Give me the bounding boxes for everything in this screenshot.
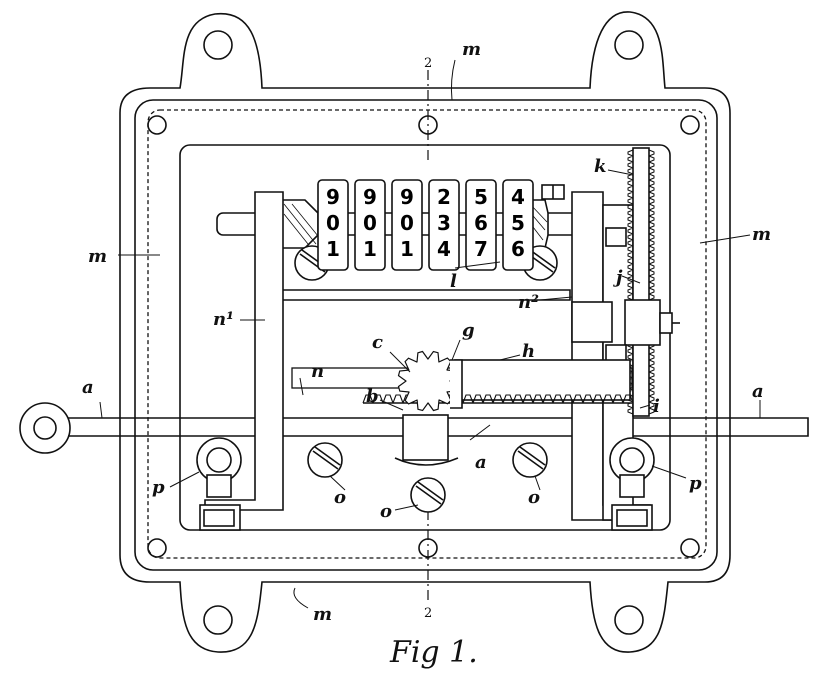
label-n: n <box>311 361 324 382</box>
rack-and-pinion <box>291 359 634 466</box>
cover-hole <box>680 115 700 135</box>
counter-wheel: 901 <box>391 179 423 271</box>
label-b: b <box>366 386 379 407</box>
label-m-bottom: m <box>313 604 332 625</box>
label-m-top: m <box>462 39 481 60</box>
counter-wheel: 567 <box>465 179 497 271</box>
wheel-digit-bot: 4 <box>437 237 451 261</box>
label-o-right: o <box>528 487 540 508</box>
mount-hole-top-right <box>614 30 644 60</box>
counter-wheel: 456 <box>502 179 534 271</box>
screw-o-right <box>512 442 548 478</box>
wheel-digit-mid: 3 <box>437 211 451 235</box>
label-a-right: a <box>752 381 764 402</box>
screw-o-left <box>307 442 343 478</box>
label-k: k <box>594 156 606 177</box>
figure-caption: Fig 1. <box>389 635 478 670</box>
label-m-right: m <box>752 224 771 245</box>
wheel-digit-top: 9 <box>400 185 414 209</box>
label-m-left: m <box>88 246 107 267</box>
clamp-p-right <box>609 437 655 527</box>
label-p-right: p <box>689 473 702 494</box>
section-mark-top: 2 <box>424 56 432 71</box>
section-mark-bottom: 2 <box>424 606 432 621</box>
screws <box>196 245 655 527</box>
cover-hole <box>147 538 167 558</box>
clamp-p-left <box>196 437 242 527</box>
label-a-center: a <box>475 452 487 473</box>
mount-hole-top-left <box>203 30 233 60</box>
counter-wheel: 901 <box>354 179 386 271</box>
leader-lines <box>99 59 761 609</box>
wheel-digit-bot: 7 <box>474 237 488 261</box>
gear-k <box>624 147 680 417</box>
label-p-left: p <box>152 477 165 498</box>
wheel-digit-bot: 1 <box>363 237 377 261</box>
label-i: i <box>653 396 660 417</box>
label-a-left: a <box>82 377 94 398</box>
label-h: h <box>522 341 535 362</box>
wheel-digit-mid: 0 <box>400 211 414 235</box>
wheel-digit-top: 2 <box>437 185 451 209</box>
wheel-digit-top: 5 <box>474 185 488 209</box>
screw-o-center <box>410 477 446 513</box>
label-l: l <box>450 271 457 292</box>
cover-hole <box>680 538 700 558</box>
pinion-c <box>397 350 463 412</box>
counter-wheel: 901 <box>317 179 349 271</box>
label-o-left: o <box>334 487 346 508</box>
wheel-digit-top: 4 <box>511 185 525 209</box>
wheel-digit-mid: 0 <box>363 211 377 235</box>
wheel-digit-top: 9 <box>363 185 377 209</box>
cover-hole <box>147 115 167 135</box>
label-j: j <box>613 267 623 288</box>
label-o-center: o <box>380 501 392 522</box>
wheel-digit-bot: 6 <box>511 237 525 261</box>
wheel-digit-bot: 1 <box>326 237 340 261</box>
mount-hole-bottom-left <box>203 605 233 635</box>
mount-hole-bottom-right <box>614 605 644 635</box>
label-c: c <box>372 332 383 353</box>
wheel-digit-bot: 1 <box>400 237 414 261</box>
label-g: g <box>462 320 475 341</box>
label-n2: n² <box>518 292 539 313</box>
wheel-digit-top: 9 <box>326 185 340 209</box>
wheel-digit-mid: 5 <box>511 211 525 235</box>
label-n1: n¹ <box>213 309 234 330</box>
wheel-digit-mid: 6 <box>474 211 488 235</box>
counter-wheel: 234 <box>428 179 460 271</box>
labels: 2 2 m m m m k j i l n¹ n² n c g h b a a … <box>82 39 771 670</box>
wheel-digit-mid: 0 <box>326 211 340 235</box>
